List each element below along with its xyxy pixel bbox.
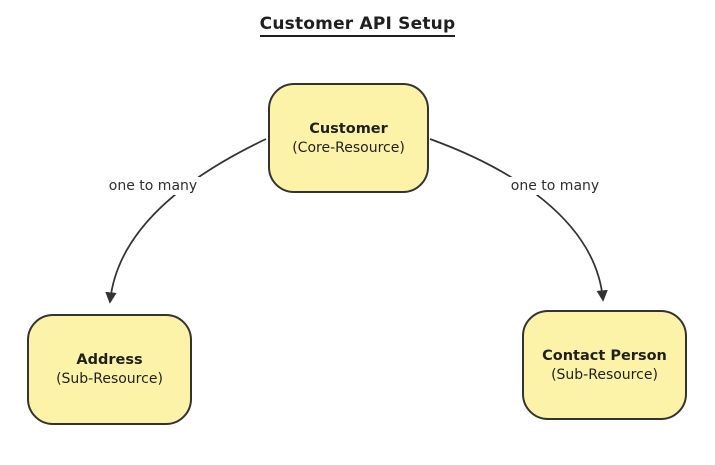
node-subtitle: (Sub-Resource) [551,366,658,383]
node-contact-person: Contact Person (Sub-Resource) [522,310,687,420]
node-title: Customer [309,120,388,137]
edge-label-customer-contact-person: one to many [506,177,604,195]
node-title: Contact Person [542,347,667,364]
node-subtitle: (Sub-Resource) [56,371,163,387]
diagram-title: Customer API Setup [0,14,715,37]
edge-customer-address [105,138,267,304]
edge-customer-contact-person [429,138,608,302]
node-address: Address (Sub-Resource) [27,314,192,425]
node-subtitle: (Core-Resource) [292,139,405,156]
edge-label-customer-address: one to many [104,177,202,195]
node-customer: Customer (Core-Resource) [268,83,429,193]
diagram-title-text: Customer API Setup [259,14,456,37]
node-title: Address [76,352,143,368]
